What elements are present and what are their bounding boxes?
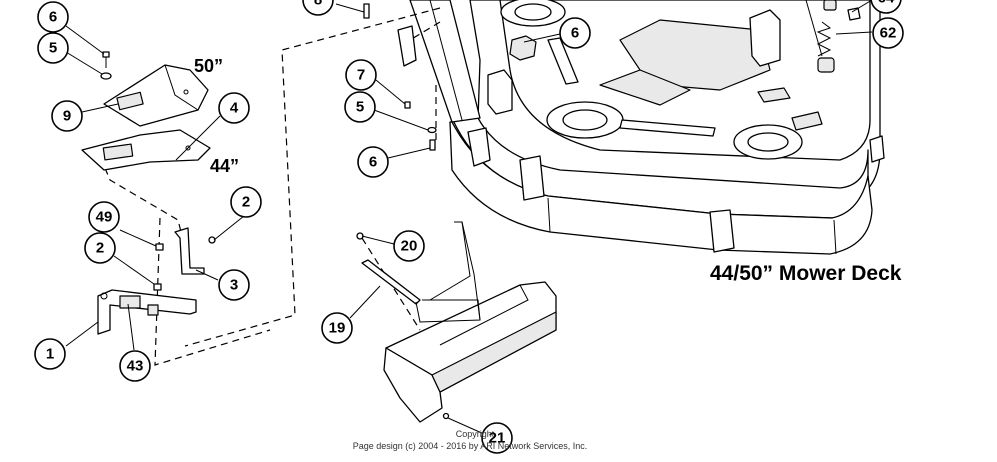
svg-text:43: 43 xyxy=(127,358,144,375)
discharge-guard-50 xyxy=(103,64,209,127)
svg-text:1: 1 xyxy=(46,346,54,363)
callout-5-center: 5 xyxy=(344,91,376,123)
svg-text:64: 64 xyxy=(878,0,895,7)
callout-6-top-left: 6 xyxy=(37,1,69,33)
callout-19: 19 xyxy=(321,312,353,344)
bracket-part-3 xyxy=(174,227,205,275)
callout-3: 3 xyxy=(218,269,250,301)
spindle-left xyxy=(546,101,624,139)
svg-text:2: 2 xyxy=(96,240,104,257)
callout-6-deck: 6 xyxy=(559,17,591,49)
bolt-part-64 xyxy=(823,0,861,21)
bolt-part-49 xyxy=(155,243,164,251)
svg-text:7: 7 xyxy=(357,67,365,84)
callout-43: 43 xyxy=(119,350,151,382)
diagram-title: 44/50” Mower Deck xyxy=(710,262,902,285)
callout-6-center: 6 xyxy=(357,146,389,178)
svg-text:49: 49 xyxy=(96,209,113,226)
svg-text:5: 5 xyxy=(49,40,57,57)
callout-2-upper: 2 xyxy=(230,186,262,218)
screw-part-7 xyxy=(404,101,411,109)
callout-49: 49 xyxy=(88,201,120,233)
callout-20: 20 xyxy=(393,230,425,262)
size-label-44: 44” xyxy=(210,156,239,176)
spring-part-62 xyxy=(805,0,835,73)
svg-text:19: 19 xyxy=(329,320,346,337)
discharge-chute xyxy=(383,281,557,423)
spindle-right xyxy=(733,124,803,160)
bolt-part-8 xyxy=(363,3,370,19)
callout-62: 62 xyxy=(872,17,904,49)
copyright-line-1: Copyright xyxy=(456,429,495,439)
svg-text:20: 20 xyxy=(401,238,418,255)
callout-4: 4 xyxy=(218,92,250,124)
leader-lines xyxy=(65,0,873,435)
spindle-top xyxy=(500,0,566,27)
washer-part-5 xyxy=(100,72,112,80)
callout-5-top-left: 5 xyxy=(37,32,69,64)
washer-part-5-center xyxy=(427,126,437,134)
svg-text:4: 4 xyxy=(230,100,239,117)
svg-text:6: 6 xyxy=(571,25,579,42)
svg-text:2: 2 xyxy=(242,194,250,211)
svg-text:62: 62 xyxy=(880,25,897,42)
callout-8: 8 xyxy=(302,0,334,16)
svg-text:6: 6 xyxy=(49,9,57,26)
nut-part-2-upper xyxy=(208,236,216,244)
svg-text:9: 9 xyxy=(63,108,71,125)
svg-text:5: 5 xyxy=(356,99,364,116)
pin-part-21 xyxy=(442,412,450,420)
callout-64: 64 xyxy=(870,0,902,14)
mower-deck xyxy=(397,0,885,255)
svg-text:6: 6 xyxy=(369,154,377,171)
deflector-rod xyxy=(361,221,481,323)
mount-bracket-part-1 xyxy=(97,289,197,335)
callout-9: 9 xyxy=(51,100,83,132)
svg-text:3: 3 xyxy=(230,277,238,294)
bolt-part-6-center xyxy=(429,139,436,151)
bolt-part-6 xyxy=(102,51,110,68)
callout-21: 21 xyxy=(481,422,513,454)
svg-text:8: 8 xyxy=(314,0,322,9)
discharge-guard-44 xyxy=(81,129,211,171)
size-label-50: 50” xyxy=(194,56,223,76)
callout-7: 7 xyxy=(345,59,377,91)
copyright-line-2: Page design (c) 2004 - 2016 by ARI Netwo… xyxy=(353,441,588,451)
svg-text:21: 21 xyxy=(489,430,506,447)
callout-2-lower: 2 xyxy=(84,232,116,264)
nut-part-2-lower xyxy=(153,283,162,291)
callout-1: 1 xyxy=(34,338,66,370)
